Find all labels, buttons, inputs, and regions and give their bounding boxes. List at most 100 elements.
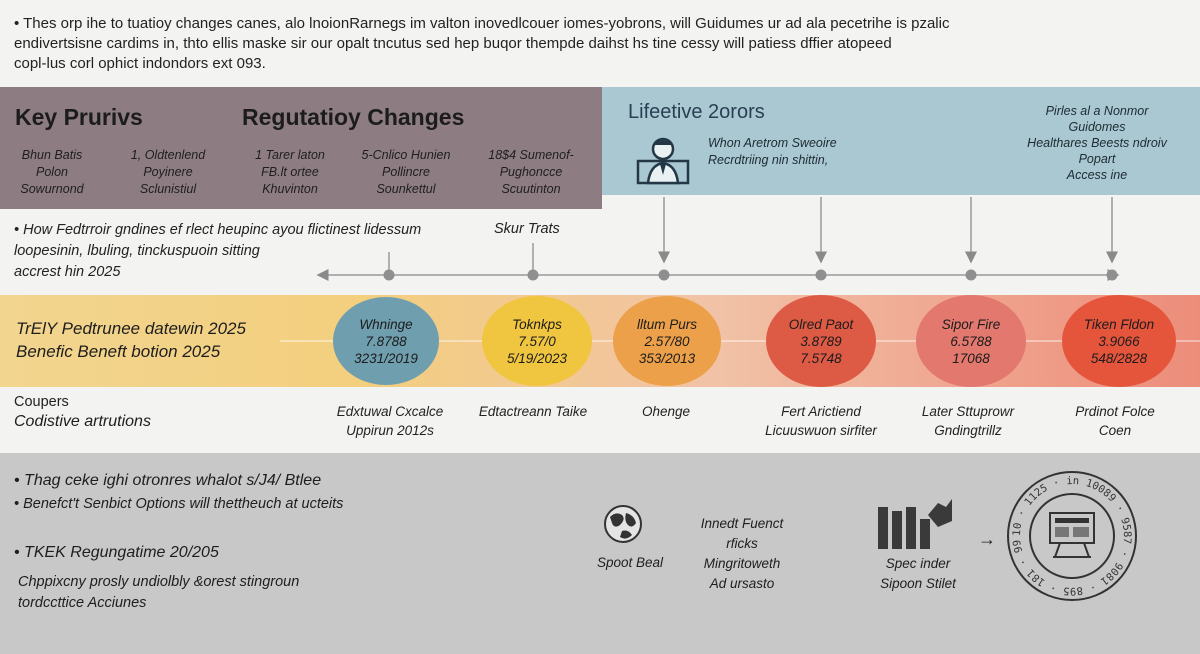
milestone-circle-5-date: 17068 (952, 350, 990, 366)
band-title-2: Benefic Beneft botion 2025 (16, 342, 221, 361)
key-col-3: 1 Tarer laton FB.lt ortee Khuvinton (242, 147, 338, 198)
note-line-3: accrest hin 2025 (14, 264, 121, 280)
timeline-dot-6 (1106, 269, 1118, 281)
globe-icon (604, 505, 642, 543)
timeline-dot-4 (815, 269, 827, 281)
lifecycle-right-line-5: Access ine (1066, 168, 1128, 182)
key-col-4-line-3: Sounkettul (376, 182, 436, 196)
milestone-circle-6-label: Tiken Fldon (1083, 316, 1155, 332)
person-icon (636, 137, 690, 185)
lifecycle-sub-line-2: Recrdtriing nin shittin, (708, 153, 829, 167)
milestone-circle-3-value: 2.57/80 (644, 333, 690, 349)
key-col-2-line-3: Sclunistiul (139, 182, 197, 196)
caption-1-line-1: Edxtuwal Cxcalce (336, 404, 444, 419)
caption-2: Edtactreann Taike (458, 402, 608, 421)
bottom-line-4: Chppixcny prosly undiolbly &orest stingr… (18, 574, 300, 590)
milestone-circle-6-value: 3.9066 (1098, 333, 1140, 349)
caption-6-line-1: Prdinot Folce (1075, 404, 1155, 419)
band-title-1: TrElY Pedtrunee datewin 2025 (16, 319, 246, 338)
middle-caption-line-3: Mingritoweth (703, 556, 781, 571)
timeline-dot-2 (527, 269, 539, 281)
note-line-2: loopesinin, lbuling, tinckuspuoin sittin… (14, 243, 260, 259)
stamp-seal: 10 · 1125 · in 10089 · 9587 · 9081 · 895… (1007, 471, 1137, 601)
middle-caption-line-1: Innedt Fuenct (700, 516, 784, 531)
chart-caption-line-2: Sipoon Stilet (880, 576, 956, 591)
milestone-circle-1-value: 7.8788 (365, 333, 407, 349)
milestone-circle-5-value: 6.5788 (950, 333, 992, 349)
skur-label: Skur Trats (494, 221, 560, 237)
bottom-bullet-1: • Thag ceke ighi otronres whalot s/J4/ B… (14, 472, 322, 489)
lifecycle-right-line-4: Popart (1078, 152, 1116, 166)
milestone-circle-5-label: Sipor Fire (941, 316, 1001, 332)
intro-line-2: endivertsisne cardims in, thto ellis mas… (14, 35, 892, 52)
milestone-circle-1-date: 3231/2019 (354, 350, 418, 366)
caption-4-line-1: Fert Arictiend (781, 404, 861, 419)
caption-1: Edxtuwal Cxcalce Uppirun 2012s (310, 402, 470, 440)
key-col-3-line-3: Khuvinton (262, 182, 318, 196)
lifecycle-sub-line-1: Whon Aretrom Sweoire (708, 136, 837, 150)
intro-line-3: copl-lus corl ophict indondors ext 093. (14, 55, 266, 72)
milestone-circle-2-value: 7.57/0 (518, 333, 556, 349)
milestone-circle-2-date: 5/19/2023 (506, 350, 568, 366)
caption-5-line-2: Gndingtrillz (934, 423, 1002, 438)
key-panel-title: Key Prurivs (15, 104, 143, 130)
lifecycle-title: Lifeetive 2orors (628, 101, 765, 123)
middle-caption-line-4: Ad ursasto (709, 576, 775, 591)
key-priorities-panel: Key Prurivs Regutatioy Changes Bhun Bati… (0, 87, 602, 209)
caption-6-line-2: Coen (1098, 423, 1132, 438)
key-col-4: 5-Cnlico Hunien Pollincre Sounkettul (352, 147, 460, 198)
key-col-2-line-1: 1, Oldtenlend (130, 148, 206, 162)
note-line-1: • How Fedtrroir gndines ef rlect heupinc… (14, 222, 422, 238)
key-col-5-line-2: Pughoncce (499, 165, 563, 179)
middle-caption-line-2: rficks (726, 536, 758, 551)
codistive-label: Codistive artrutions (14, 413, 151, 430)
key-col-5-line-3: Scuutinton (501, 182, 561, 196)
caption-4-line-2: Licuuswuon sirfiter (765, 423, 877, 438)
caption-5: Later Sttuprowr Gndingtrillz (900, 402, 1036, 440)
middle-caption: Innedt Fuenct rficks Mingritoweth Ad urs… (680, 514, 804, 594)
lifecycle-panel: Lifeetive 2orors Whon Aretrom Sweoire Re… (602, 87, 1200, 195)
bar-chart-icon (878, 499, 952, 549)
milestone-circle-2-label: Toknkps (512, 316, 562, 332)
lifecycle-right-text: Pirles al a Nonmor Guidomes Healthares B… (1007, 103, 1187, 183)
key-col-1-line-1: Bhun Batis (21, 148, 83, 162)
coupers-label: Coupers (14, 394, 69, 410)
caption-4: Fert Arictiend Licuuswuon sirfiter (746, 402, 896, 440)
chart-caption: Spec inder Sipoon Stilet (860, 554, 976, 594)
timeline-dot-3 (658, 269, 670, 281)
timeline-dot-1 (383, 269, 395, 281)
key-col-1-line-2: Polon (36, 165, 68, 179)
bottom-bullet-3: • TKEK Regungatime 20/205 (14, 544, 219, 561)
bottom-section: • Thag ceke ighi otronres whalot s/J4/ B… (0, 453, 1200, 654)
bottom-line-5: tordccttice Acciunes (18, 595, 147, 611)
caption-3: Ohenge (616, 402, 716, 421)
lifecycle-right-line-3: Healthares Beests ndroiv (1027, 136, 1167, 150)
key-col-4-line-1: 5-Cnlico Hunien (361, 148, 451, 162)
milestone-circle-4-label: Olred Paot (788, 316, 854, 332)
milestone-circle-3-date: 353/2013 (638, 350, 696, 366)
milestone-circle-1-label: Whninge (359, 316, 413, 332)
globe-caption: Spoot Beal (596, 555, 664, 570)
note-text: • How Fedtrroir gndines ef rlect heupinc… (14, 220, 421, 283)
intro-line-1: • Thes orp ihe to tuatioy changes canes,… (14, 15, 950, 32)
right-arrow-icon: → (978, 529, 996, 549)
caption-6: Prdinot Folce Coen (1050, 402, 1180, 440)
chart-caption-line-1: Spec inder (885, 556, 951, 571)
key-col-1-line-3: Sowurnond (20, 182, 84, 196)
milestone-circle-6-date: 548/2828 (1090, 350, 1148, 366)
key-col-3-line-1: 1 Tarer laton (255, 148, 325, 162)
caption-1-line-2: Uppirun 2012s (346, 423, 434, 438)
regulatory-changes-title: Regutatioy Changes (242, 104, 465, 130)
caption-2-line-1: Edtactreann Taike (478, 404, 588, 419)
key-col-5: 18$4 Sumenof- Pughoncce Scuutinton (476, 147, 586, 198)
key-col-4-line-2: Pollincre (382, 165, 430, 179)
bottom-bullet-2: • Benefct't Senbict Options will thetthe… (14, 496, 344, 512)
milestone-circle-4-date: 7.5748 (800, 350, 842, 366)
